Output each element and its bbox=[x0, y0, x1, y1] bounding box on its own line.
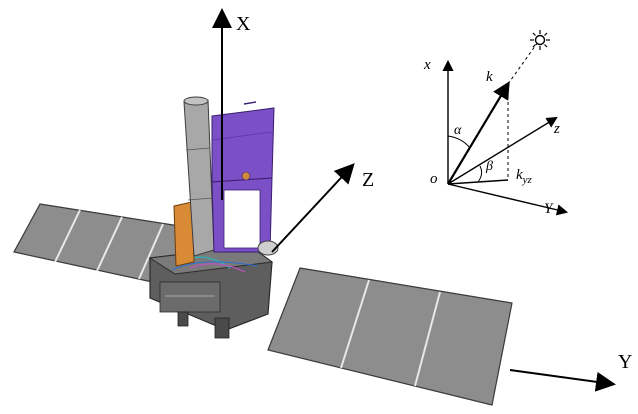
main-x-axis-label: X bbox=[236, 13, 251, 35]
right-solar-array bbox=[267, 267, 513, 406]
main-axes bbox=[212, 8, 616, 392]
inset-projection-subscript: yz bbox=[522, 174, 532, 186]
inset-projection-label: kyz bbox=[516, 168, 532, 186]
inset-z-axis-label: z bbox=[554, 121, 560, 137]
main-y-axis-label: Y bbox=[618, 351, 633, 373]
telescope-tube bbox=[183, 96, 215, 257]
orange-module bbox=[173, 201, 195, 267]
purple-module bbox=[211, 101, 275, 253]
sun-icon bbox=[530, 30, 550, 50]
inset-k-vector-label: k bbox=[486, 69, 493, 85]
inset-x-axis-label: x bbox=[424, 57, 431, 73]
main-z-axis-label: Z bbox=[362, 169, 375, 191]
inset-origin-label: o bbox=[430, 171, 438, 187]
inset-projection-k: k bbox=[516, 167, 523, 183]
inset-y-axis-label: Y bbox=[544, 201, 553, 217]
spacecraft-bus bbox=[148, 245, 274, 339]
inset-axes bbox=[442, 41, 569, 216]
inset-beta-label: β bbox=[486, 159, 493, 174]
inset-alpha-label: α bbox=[454, 123, 462, 138]
